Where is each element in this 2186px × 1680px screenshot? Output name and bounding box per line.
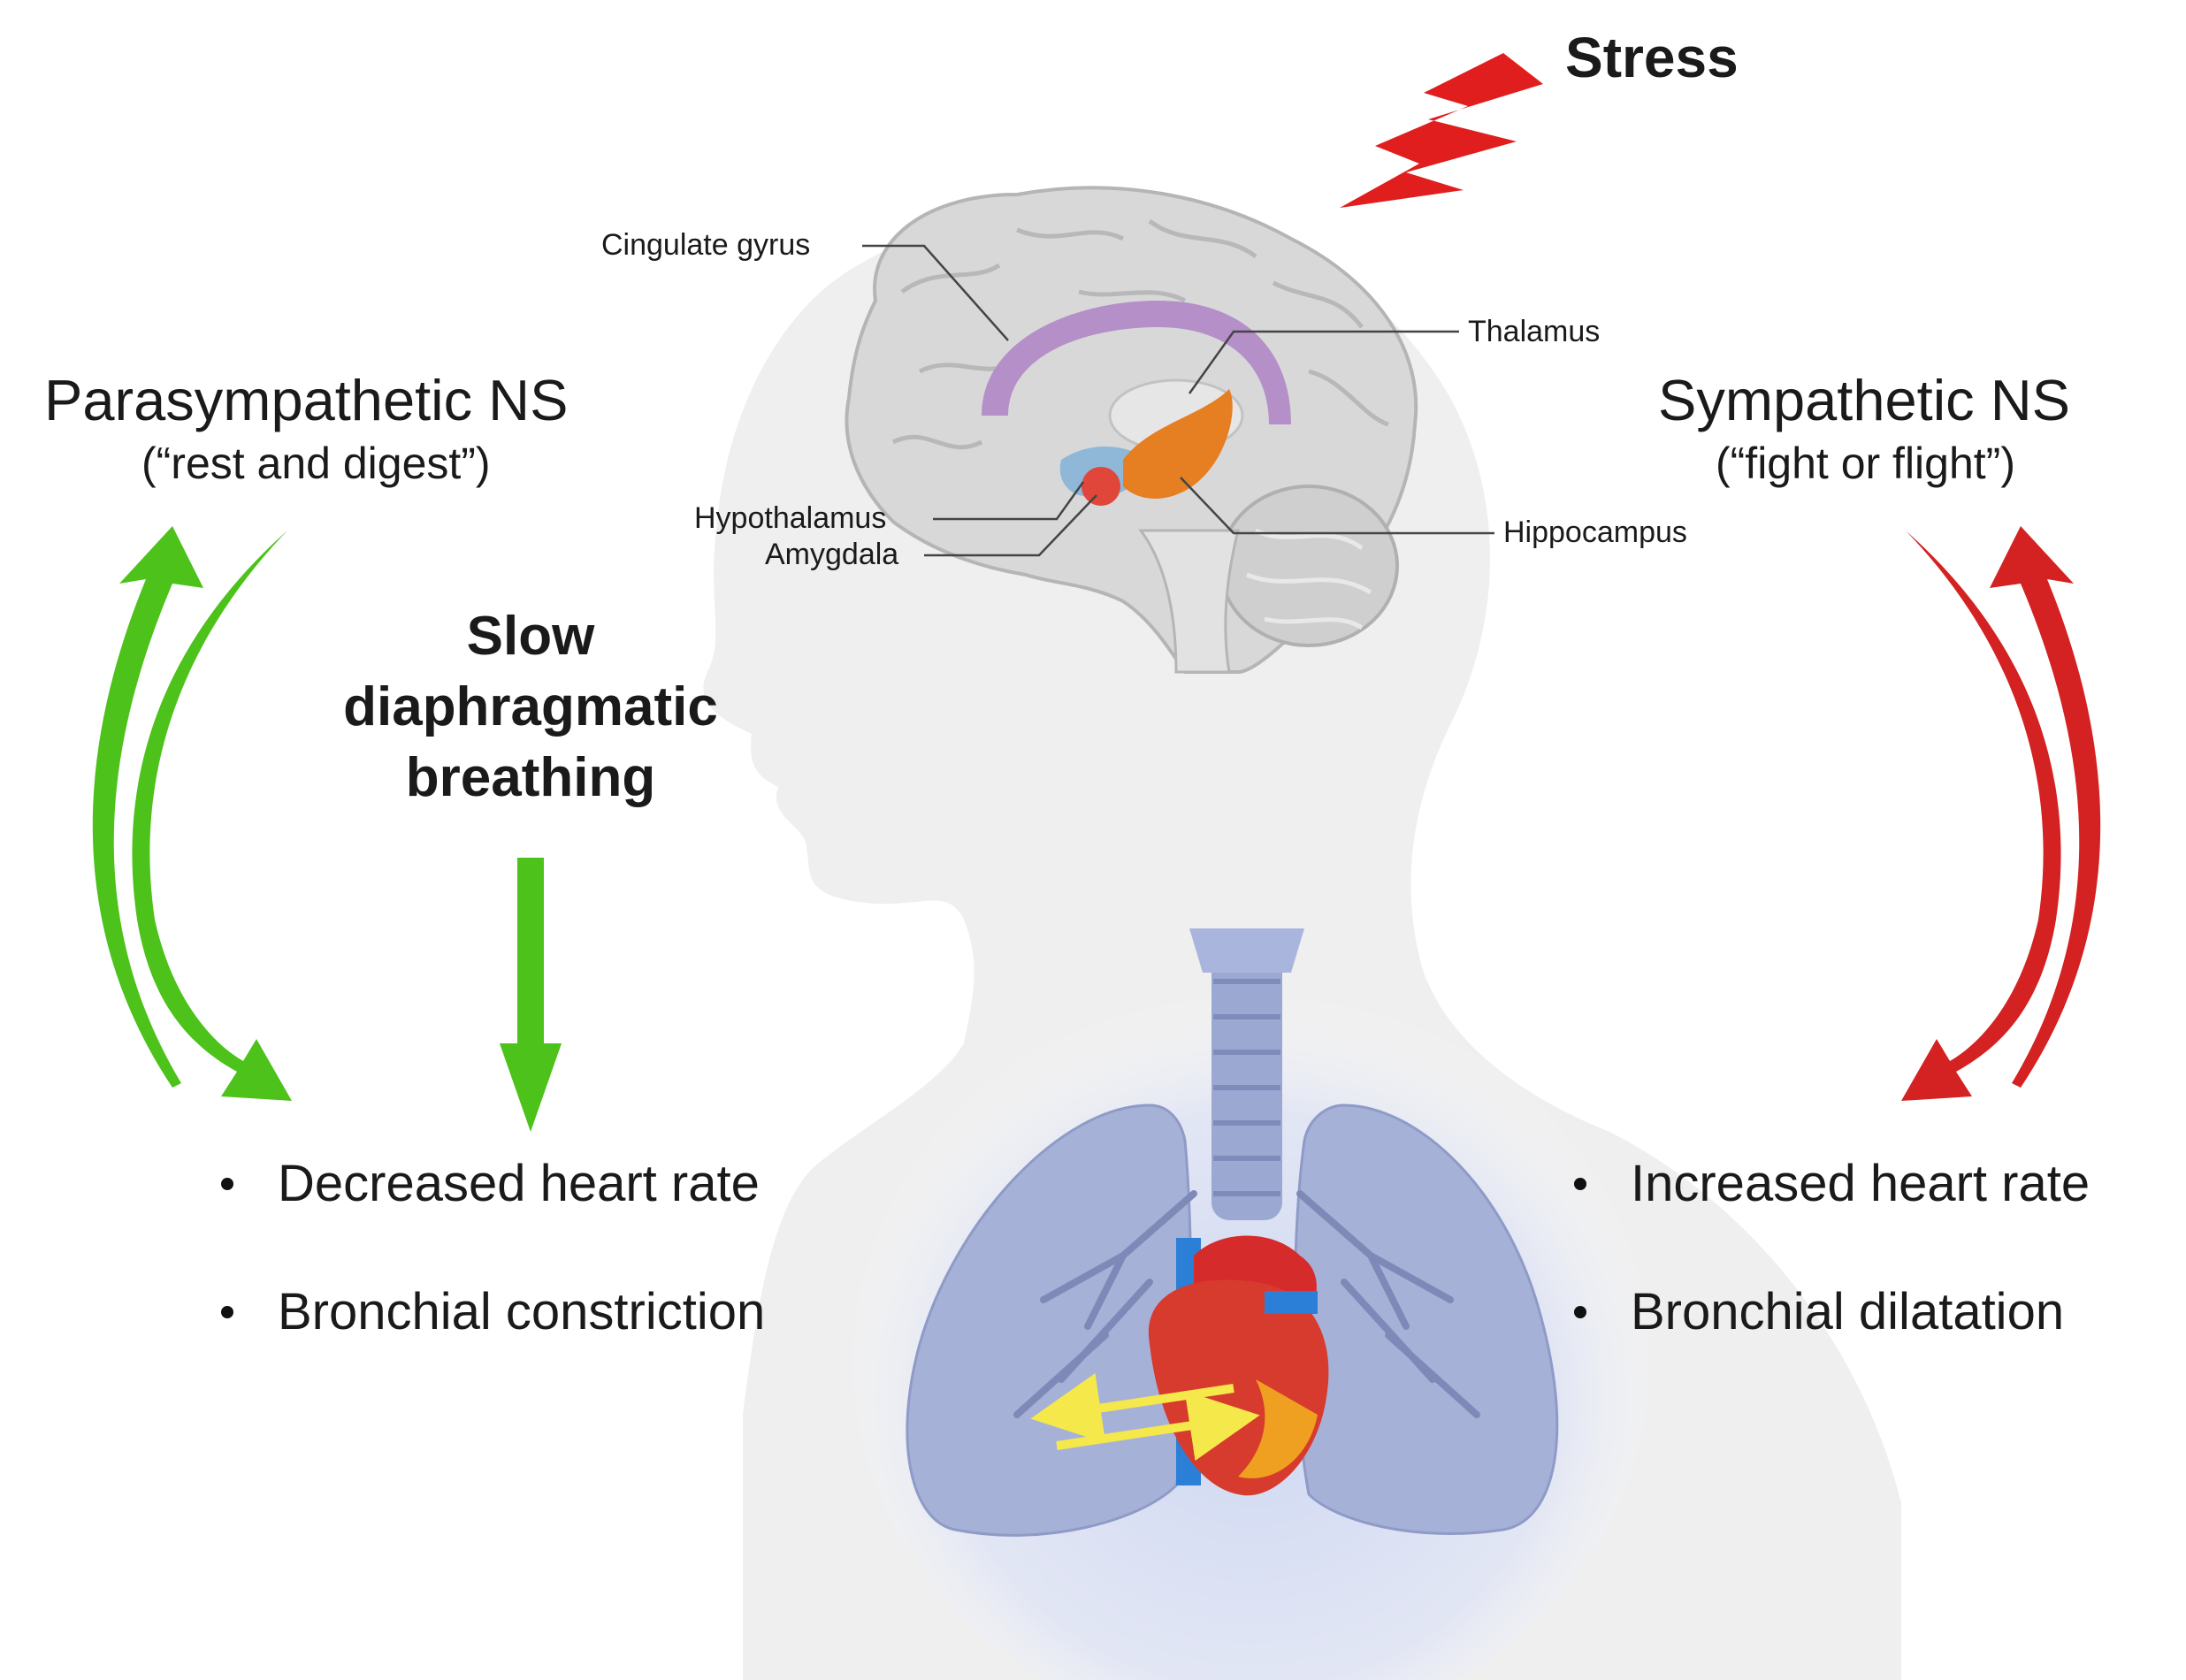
- sympathetic-effect-item: Increased heart rate: [1574, 1154, 2090, 1213]
- lungs: [906, 928, 1559, 1537]
- parasympathetic-effect-item: Bronchial constriction: [221, 1282, 765, 1341]
- bullet-icon: [221, 1177, 233, 1190]
- parasympathetic-effect-item: Decreased heart rate: [221, 1154, 760, 1213]
- hippocampus-label: Hippocampus: [1503, 515, 1687, 549]
- breathing-line-2: diaphragmatic: [343, 676, 718, 737]
- parasympathetic-loop-arrows: [92, 526, 292, 1101]
- sympathetic-effect-text: Bronchial dilatation: [1631, 1283, 2065, 1340]
- hypothalamus-label: Hypothalamus: [694, 501, 887, 535]
- amygdala-label: Amygdala: [765, 538, 899, 571]
- bullet-icon: [221, 1305, 233, 1318]
- brain: [845, 186, 1494, 674]
- sympathetic-subtitle: (“fight or flight”): [1716, 439, 2015, 488]
- cingulate-gyrus-shape: [982, 301, 1291, 424]
- bullet-icon: [1574, 1305, 1586, 1318]
- sympathetic-title: Sympathetic NS: [1658, 368, 2071, 432]
- bullet-icon: [1574, 1177, 1586, 1190]
- parasympathetic-title: Parasympathetic NS: [44, 368, 569, 432]
- sympathetic-effect-item: Bronchial dilatation: [1574, 1282, 2064, 1341]
- parasympathetic-effect-text: Bronchial constriction: [278, 1283, 766, 1340]
- lightning-bolt-icon: [1340, 53, 1543, 208]
- cingulate-gyrus-label: Cingulate gyrus: [601, 228, 811, 262]
- sympathetic-effect-text: Increased heart rate: [1631, 1155, 2090, 1212]
- breathing-label: Slow diaphragmatic breathing: [318, 601, 743, 813]
- hippocampus-shape: [1123, 389, 1233, 499]
- sympathetic-loop-arrows: [1901, 526, 2101, 1101]
- breathing-line-3: breathing: [405, 747, 656, 808]
- breathing-line-1: Slow: [466, 606, 595, 667]
- parasympathetic-effect-text: Decreased heart rate: [278, 1155, 760, 1212]
- amygdala-shape: [1082, 467, 1120, 506]
- breathing-down-arrow: [500, 858, 562, 1132]
- thalamus-label: Thalamus: [1468, 315, 1601, 348]
- parasympathetic-subtitle: (“rest and digest”): [141, 439, 491, 488]
- stress-label: Stress: [1565, 26, 1739, 89]
